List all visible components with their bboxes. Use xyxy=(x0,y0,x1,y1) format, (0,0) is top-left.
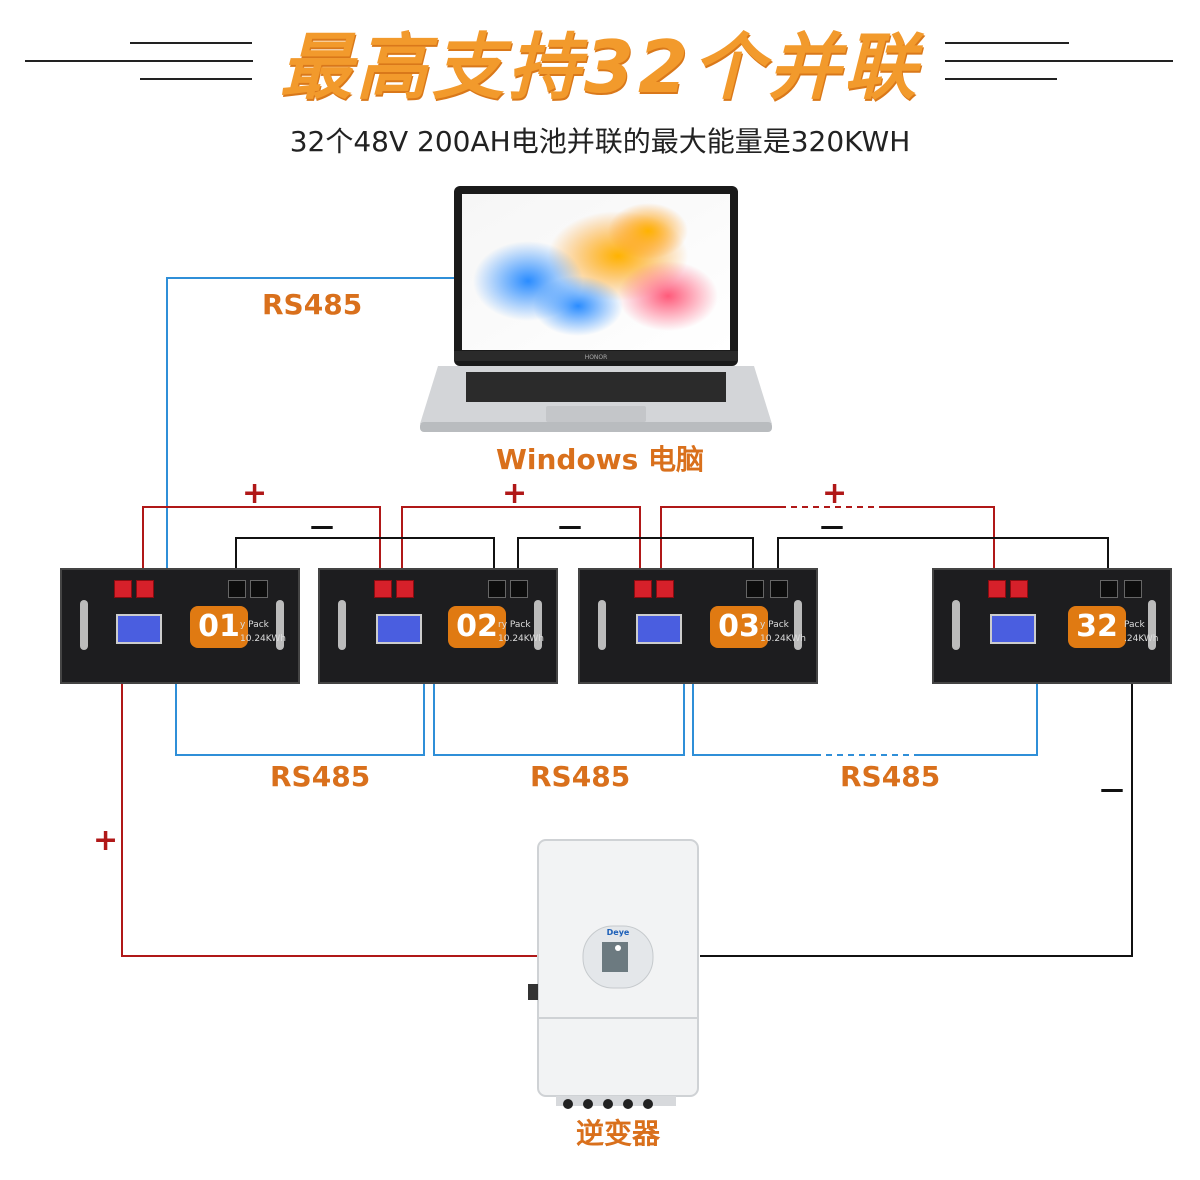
minus-sign-1: — xyxy=(310,512,334,540)
rs485-label-3: RS485 xyxy=(840,760,941,793)
deco-line-left-1 xyxy=(130,42,252,44)
plus-sign-2: + xyxy=(502,476,528,511)
negative-terminal xyxy=(228,580,246,598)
negative-terminal xyxy=(250,580,268,598)
positive-terminal xyxy=(634,580,652,598)
positive-terminal xyxy=(988,580,1006,598)
negative-terminal xyxy=(770,580,788,598)
positive-terminal xyxy=(374,580,392,598)
battery-handle-right xyxy=(1148,600,1156,650)
deco-line-left-3 xyxy=(140,78,252,80)
plus-sign-3: + xyxy=(822,476,848,511)
inverter-label: 逆变器 xyxy=(575,1117,660,1150)
battery-pack-text: y Pack xyxy=(760,620,789,630)
battery-handle-left xyxy=(80,600,88,650)
battery-01: 01 y Pack 10.24KWh xyxy=(60,568,300,684)
battery-32: 32 Pack .24KWh xyxy=(932,568,1172,684)
negative-terminal xyxy=(488,580,506,598)
plus-sign-1: + xyxy=(242,476,268,511)
battery-kwh: 10.24KWh xyxy=(760,634,806,644)
main-positive-wire xyxy=(121,590,540,957)
laptop-illustration xyxy=(420,186,772,432)
battery-kwh: .24KWh xyxy=(1124,634,1159,644)
positive-terminal xyxy=(1010,580,1028,598)
battery-02: 02 ry Pack 10.24KWh xyxy=(318,568,558,684)
battery-03: 03 y Pack 10.24KWh xyxy=(578,568,818,684)
page-title: 最高支持32个并联 xyxy=(279,25,921,109)
positive-wire-3-32b xyxy=(880,506,995,582)
rs485-wire-laptop xyxy=(166,277,455,660)
minus-sign-2: — xyxy=(558,512,582,540)
battery-lcd xyxy=(636,614,682,644)
inverter-illustration xyxy=(528,839,699,1109)
battery-handle-right xyxy=(276,600,284,650)
minus-sign-main: — xyxy=(1100,775,1124,803)
positive-wire-3-32a xyxy=(660,506,780,582)
battery-pack-text: y Pack xyxy=(240,620,269,630)
main-negative-wire xyxy=(700,590,1133,957)
positive-wire-2-3 xyxy=(401,506,641,582)
positive-terminal xyxy=(136,580,154,598)
battery-handle-left xyxy=(598,600,606,650)
battery-number: 03 xyxy=(710,606,768,648)
negative-terminal xyxy=(1100,580,1118,598)
battery-handle-right xyxy=(534,600,542,650)
rs485-wire-3-32b xyxy=(915,660,1038,756)
negative-terminal xyxy=(746,580,764,598)
deco-line-right-3 xyxy=(945,78,1057,80)
laptop: HONOR xyxy=(418,186,774,434)
negative-wire-1-2 xyxy=(235,537,495,582)
minus-sign-3: — xyxy=(820,512,844,540)
negative-terminal xyxy=(510,580,528,598)
negative-wire-3-32 xyxy=(777,537,1109,582)
battery-number: 02 xyxy=(448,606,506,648)
negative-terminal xyxy=(1124,580,1142,598)
rs485-wire-3-32a xyxy=(692,660,815,756)
battery-number: 01 xyxy=(190,606,248,648)
battery-handle-left xyxy=(952,600,960,650)
rs485-label-1: RS485 xyxy=(270,760,371,793)
negative-wire-2-3 xyxy=(517,537,754,582)
battery-number: 32 xyxy=(1068,606,1126,648)
battery-lcd xyxy=(116,614,162,644)
rs485-label-2: RS485 xyxy=(530,760,631,793)
inverter: Deye xyxy=(528,838,708,1110)
positive-terminal xyxy=(656,580,674,598)
battery-kwh: 10.24KWh xyxy=(498,634,544,644)
laptop-brand: HONOR xyxy=(584,354,608,361)
rs485-wire-2-3 xyxy=(433,660,685,756)
positive-terminal xyxy=(114,580,132,598)
deco-line-right-1 xyxy=(945,42,1069,44)
deco-line-right-2 xyxy=(945,60,1173,62)
positive-wire-1-2 xyxy=(142,506,381,582)
rs485-wire-1-2 xyxy=(175,660,425,756)
battery-handle-left xyxy=(338,600,346,650)
inverter-brand: Deye xyxy=(606,928,630,937)
rs485-label-top: RS485 xyxy=(262,288,363,321)
page-subtitle: 32个48V 200AH电池并联的最大能量是320KWH xyxy=(289,125,911,158)
battery-lcd xyxy=(376,614,422,644)
laptop-label: Windows 电脑 xyxy=(496,443,704,476)
positive-terminal xyxy=(396,580,414,598)
battery-lcd xyxy=(990,614,1036,644)
battery-pack-text: Pack xyxy=(1124,620,1145,630)
plus-sign-main: + xyxy=(93,823,119,858)
battery-pack-text: ry Pack xyxy=(498,620,531,630)
battery-kwh: 10.24KWh xyxy=(240,634,286,644)
battery-handle-right xyxy=(794,600,802,650)
deco-line-left-2 xyxy=(25,60,253,62)
